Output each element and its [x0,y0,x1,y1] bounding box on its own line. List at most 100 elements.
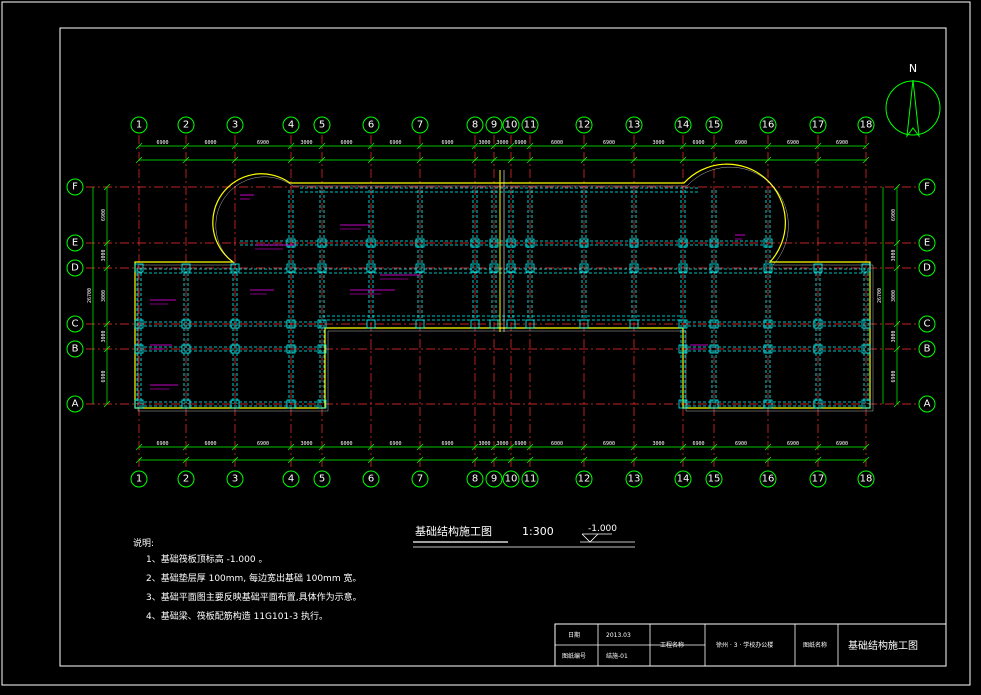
column-pad [181,344,191,354]
column-pad [230,399,240,409]
column-pad [286,344,296,354]
grid-bubble-label: 5 [319,120,325,131]
dim-label: 6900 [389,140,401,146]
grid-bubble [177,470,195,488]
column-pad [763,263,773,273]
column-pad [629,238,639,248]
dim-tick [862,156,870,164]
grid-bubble [466,116,484,134]
dim-tick [814,456,822,464]
dim-label: 6000 [340,140,352,146]
foundation-plan [134,163,874,412]
grid-bubble [466,470,484,488]
grid-bubble-label: 11 [524,120,537,131]
dim-label: 3000 [652,140,664,146]
column-pad [678,344,688,354]
dim-tick [103,183,111,191]
dim-tick [231,456,239,464]
dim-tick [490,156,498,164]
dim-tick [471,456,479,464]
dim-tick [367,142,375,150]
notes: 说明: 1、基础筏板顶标高 -1.000 。 2、基础垫层厚 100mm, 每边… [133,537,362,622]
dim-tick [507,142,515,150]
grid-bubble [66,340,84,358]
column-pad [286,238,296,248]
dim-label: 6900 [514,140,526,146]
dim-label: 6900 [101,209,107,221]
elevation-marker-icon [581,533,599,543]
column-pad [861,319,871,329]
grid-bubble-label: 15 [708,474,721,485]
grid-bubble-label: 14 [677,474,690,485]
grid-bubble [362,470,380,488]
column-pad [506,263,516,273]
grid-bubble-label: 6 [368,474,374,485]
column-pad [506,238,516,248]
project-label: 工程名称 [660,641,684,649]
grid-bubble [625,116,643,134]
grid-bubble-label: 6 [368,120,374,131]
grid-bubble-label: 1 [136,120,142,131]
grid-bubble [759,116,777,134]
grid-bubble-label: F [72,182,78,193]
grid-bubble [282,470,300,488]
dim-tick [814,156,822,164]
dim-tick [471,443,479,451]
dim-label: 6900 [787,140,799,146]
grid-bubble [674,470,692,488]
dim-label: 6900 [156,140,168,146]
grid-bubble [918,340,936,358]
column-pad [629,319,639,329]
column-pad [134,399,144,409]
grid-bubble [502,470,520,488]
column-pad [415,319,425,329]
grid-bubble [411,470,429,488]
grid-bubble-label: E [72,238,78,249]
column-pad [489,319,499,329]
dim-tick [103,264,111,272]
column-pad [317,238,327,248]
dim-total-label: 26700 [87,288,93,303]
grid-bubble [226,470,244,488]
column-pad [489,238,499,248]
grid-bubble [674,116,692,134]
dim-tick [710,456,718,464]
grid-bubble-label: 4 [288,120,294,131]
dim-tick [580,456,588,464]
dim-label: 6900 [514,441,526,447]
outer-border [1,1,971,686]
dim-tick [630,156,638,164]
dim-tick [630,456,638,464]
grid-bubble-label: B [924,344,931,355]
dim-tick [490,443,498,451]
dim-tick [526,156,534,164]
dim-tick [764,142,772,150]
dim-tick [580,156,588,164]
dim-label: 6900 [603,140,615,146]
dim-tick [416,456,424,464]
column-pad [678,263,688,273]
column-pad [709,344,719,354]
notes-heading: 说明: [133,537,154,549]
column-pad [709,238,719,248]
wall-line [137,166,874,412]
grid-bubble [575,470,593,488]
dim-label: 6900 [257,441,269,447]
drawing-scale: 1:300 [522,525,554,538]
grid-bubble [521,470,539,488]
dim-label: 6900 [836,441,848,447]
column-pad [579,238,589,248]
dim-label: 6900 [441,140,453,146]
dim-label: 6900 [692,441,704,447]
column-pad [763,238,773,248]
dim-label: 6900 [101,370,107,382]
column-pad [813,344,823,354]
dim-tick [471,156,479,164]
note-item: 1、基础筏板顶标高 -1.000 。 [146,553,267,565]
grid-bubble [66,234,84,252]
dim-tick [416,443,424,451]
grid-bubble [130,116,148,134]
column-pad [415,263,425,273]
column-pad [134,263,144,273]
